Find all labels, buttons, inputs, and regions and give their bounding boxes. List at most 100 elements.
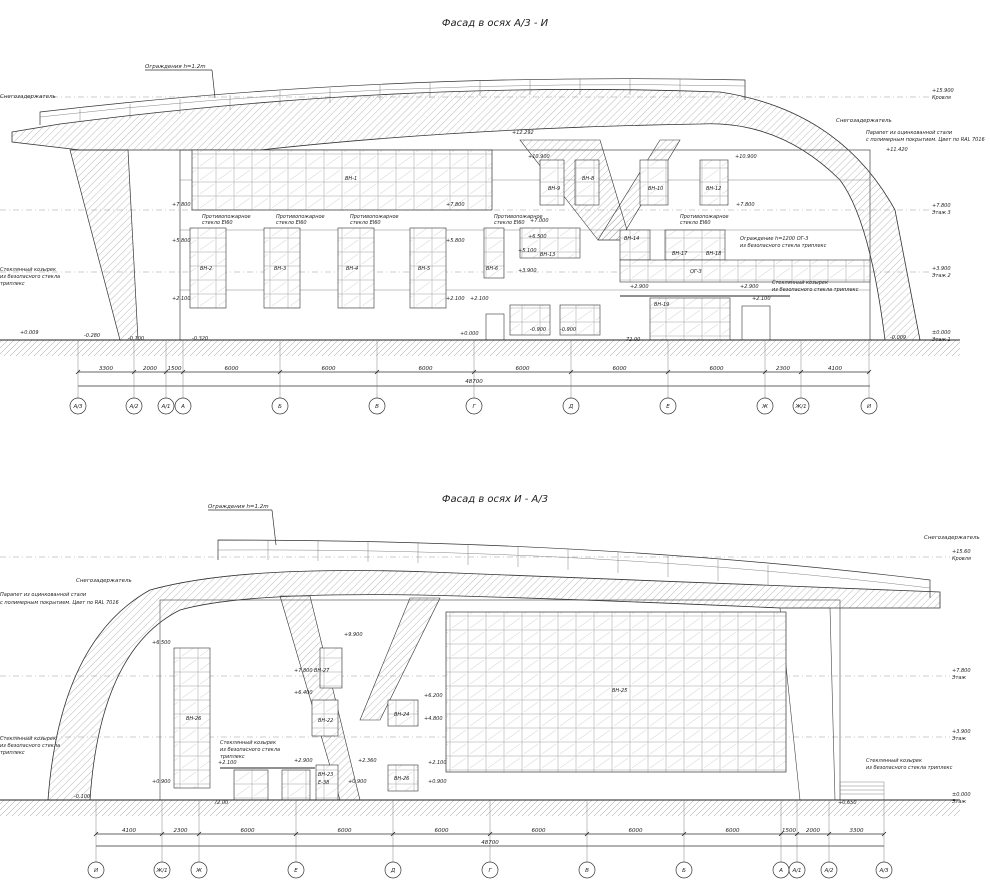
label-vn13: ВН-13 bbox=[540, 252, 555, 258]
svg-text:±0.000: ±0.000 bbox=[932, 330, 951, 336]
note-guard1: Ограждение h=1200 ОГ-3 bbox=[740, 236, 808, 242]
svg-text:+7.800: +7.800 bbox=[736, 202, 755, 208]
label-vn26a: ВН-26 bbox=[186, 716, 201, 722]
svg-text:Этаж 1: Этаж 1 bbox=[931, 337, 951, 343]
svg-text:+2.100: +2.100 bbox=[218, 760, 237, 766]
label-vn9: ВН-9 bbox=[548, 186, 560, 192]
bottom-dim-tick bbox=[293, 831, 299, 837]
note-snow-b: Снегозадержатель bbox=[924, 535, 980, 541]
label-vn8: ВН-8 bbox=[582, 176, 594, 182]
svg-text:+2.900: +2.900 bbox=[294, 758, 313, 764]
svg-text:+0.009: +0.009 bbox=[20, 330, 39, 336]
svg-text:+7.800: +7.800 bbox=[952, 668, 971, 674]
top-axis-bubble bbox=[756, 397, 774, 415]
svg-text:+10.900: +10.900 bbox=[528, 154, 550, 160]
window-vn14 bbox=[509, 304, 551, 336]
svg-text:+0.900: +0.900 bbox=[348, 779, 367, 785]
top-axis-bubble bbox=[659, 397, 677, 415]
note-canopyM2: из безопасного стекла bbox=[220, 747, 280, 753]
bottom-axis-bubble bbox=[481, 861, 499, 879]
svg-text:+7.800: +7.800 bbox=[446, 202, 465, 208]
top-axis-bubble bbox=[860, 397, 878, 415]
top-axis-label: А bbox=[180, 404, 185, 410]
label-vn24: ВН-24 bbox=[394, 712, 409, 718]
window-vn27 bbox=[319, 647, 343, 689]
top-axis-label: Г bbox=[472, 404, 476, 410]
bottom-axis-label: А/1 bbox=[791, 868, 801, 874]
svg-text:+6.200: +6.200 bbox=[424, 693, 443, 699]
top-dim-label: 3300 bbox=[99, 366, 113, 372]
svg-text:-0.009: -0.009 bbox=[890, 335, 906, 341]
label-vn5: ВН-5 bbox=[418, 266, 430, 272]
top-axis-bubble bbox=[465, 397, 483, 415]
bottom-dim-label: 4100 bbox=[122, 828, 136, 834]
window-vn26 bbox=[173, 647, 211, 789]
svg-text:+2.900: +2.900 bbox=[630, 284, 649, 290]
label-vn2: ВН-2 bbox=[200, 266, 212, 272]
bottom-axis-label: А/2 bbox=[823, 868, 834, 874]
svg-text:+7.800: +7.800 bbox=[294, 668, 313, 674]
label-vn19: ВН-19 bbox=[654, 302, 669, 308]
bottom-axis-label: И bbox=[94, 868, 98, 874]
svg-text:72.00: 72.00 bbox=[214, 800, 228, 806]
bottom-axis-label: Г bbox=[488, 868, 492, 874]
elevation-bottom: Фасад в осях И - А/3 ВН-25 ВН-26 bbox=[0, 494, 980, 879]
svg-text:-0.100: -0.100 bbox=[128, 336, 144, 342]
note-canopy2: из безопасного стекла bbox=[0, 274, 60, 280]
entrance-left bbox=[233, 769, 269, 801]
note-canopy3: триплекс bbox=[0, 281, 25, 287]
svg-text:Кровля: Кровля bbox=[932, 95, 951, 101]
top-axis-label: В bbox=[375, 404, 379, 410]
bottom-axis-label: А bbox=[778, 868, 783, 874]
top-dim-label: 1500 bbox=[168, 366, 182, 372]
svg-text:+7.000: +7.000 bbox=[530, 218, 549, 224]
top-dim-label: 6000 bbox=[613, 366, 627, 372]
total-dim-top: 48700 bbox=[465, 379, 483, 385]
railing-posts bbox=[79, 79, 681, 122]
bottom-dim-tick bbox=[778, 831, 784, 837]
bottom-axis-label: Ж/1 bbox=[155, 868, 167, 874]
note-parapet1: Парапет из оцинкованной стали bbox=[866, 130, 953, 136]
note-parapet-b1: Парапет из оцинкованной стали bbox=[0, 592, 87, 598]
svg-text:-0.900: -0.900 bbox=[530, 327, 546, 333]
svg-text:-0.320: -0.320 bbox=[192, 336, 208, 342]
top-dim-label: 2300 bbox=[776, 366, 790, 372]
top-dim-label: 6000 bbox=[516, 366, 530, 372]
windows-floor2 bbox=[189, 159, 729, 309]
svg-text:+0.000: +0.000 bbox=[460, 331, 479, 337]
door-left bbox=[485, 313, 505, 341]
ground-top bbox=[0, 340, 960, 356]
bottom-dim-tick bbox=[826, 831, 832, 837]
svg-text:+2.100: +2.100 bbox=[752, 296, 771, 302]
note-canopyR2: из безопасного стекла триплекс bbox=[772, 287, 859, 293]
elevation-top: Фасад в осях А/3 - И ВН-1 bbox=[0, 18, 985, 415]
bottom-dim-label: 2300 bbox=[174, 828, 188, 834]
top-dim-tick bbox=[568, 369, 574, 375]
svg-text:+5.800: +5.800 bbox=[446, 238, 465, 244]
entrance-mid bbox=[281, 769, 311, 801]
label-og3: ОГ-3 bbox=[690, 269, 702, 275]
bottom-dim-label: 6000 bbox=[435, 828, 449, 834]
svg-text:+3.900: +3.900 bbox=[932, 266, 951, 272]
title-top: Фасад в осях А/3 - И bbox=[442, 18, 549, 29]
svg-text:Этаж: Этаж bbox=[951, 736, 966, 742]
label-vn6: ВН-6 bbox=[486, 266, 498, 272]
svg-text:+3.900: +3.900 bbox=[518, 268, 537, 274]
top-axis-label: А/2 bbox=[128, 404, 139, 410]
bottom-axis-label: Е bbox=[294, 868, 298, 874]
svg-text:+0.900: +0.900 bbox=[428, 779, 447, 785]
top-dim-tick bbox=[163, 369, 169, 375]
note-railing: Ограждения h=1.2m bbox=[145, 64, 206, 70]
top-axis-label: А/3 bbox=[72, 404, 83, 410]
elevation-marks-top: +12.292 +10.900 +10.900 +7.800 +7.800 +7… bbox=[20, 130, 906, 343]
label-vn18: ВН-18 bbox=[706, 251, 721, 257]
bottom-dim-tick bbox=[881, 831, 887, 837]
note-parapet2: с полимерным покрытием. Цвет по RAL 7016 bbox=[866, 137, 985, 143]
top-axis-bubble bbox=[792, 397, 810, 415]
top-dim-label: 2000 bbox=[143, 366, 157, 372]
label-vn1: ВН-1 bbox=[345, 176, 357, 182]
bottom-dim-tick bbox=[390, 831, 396, 837]
